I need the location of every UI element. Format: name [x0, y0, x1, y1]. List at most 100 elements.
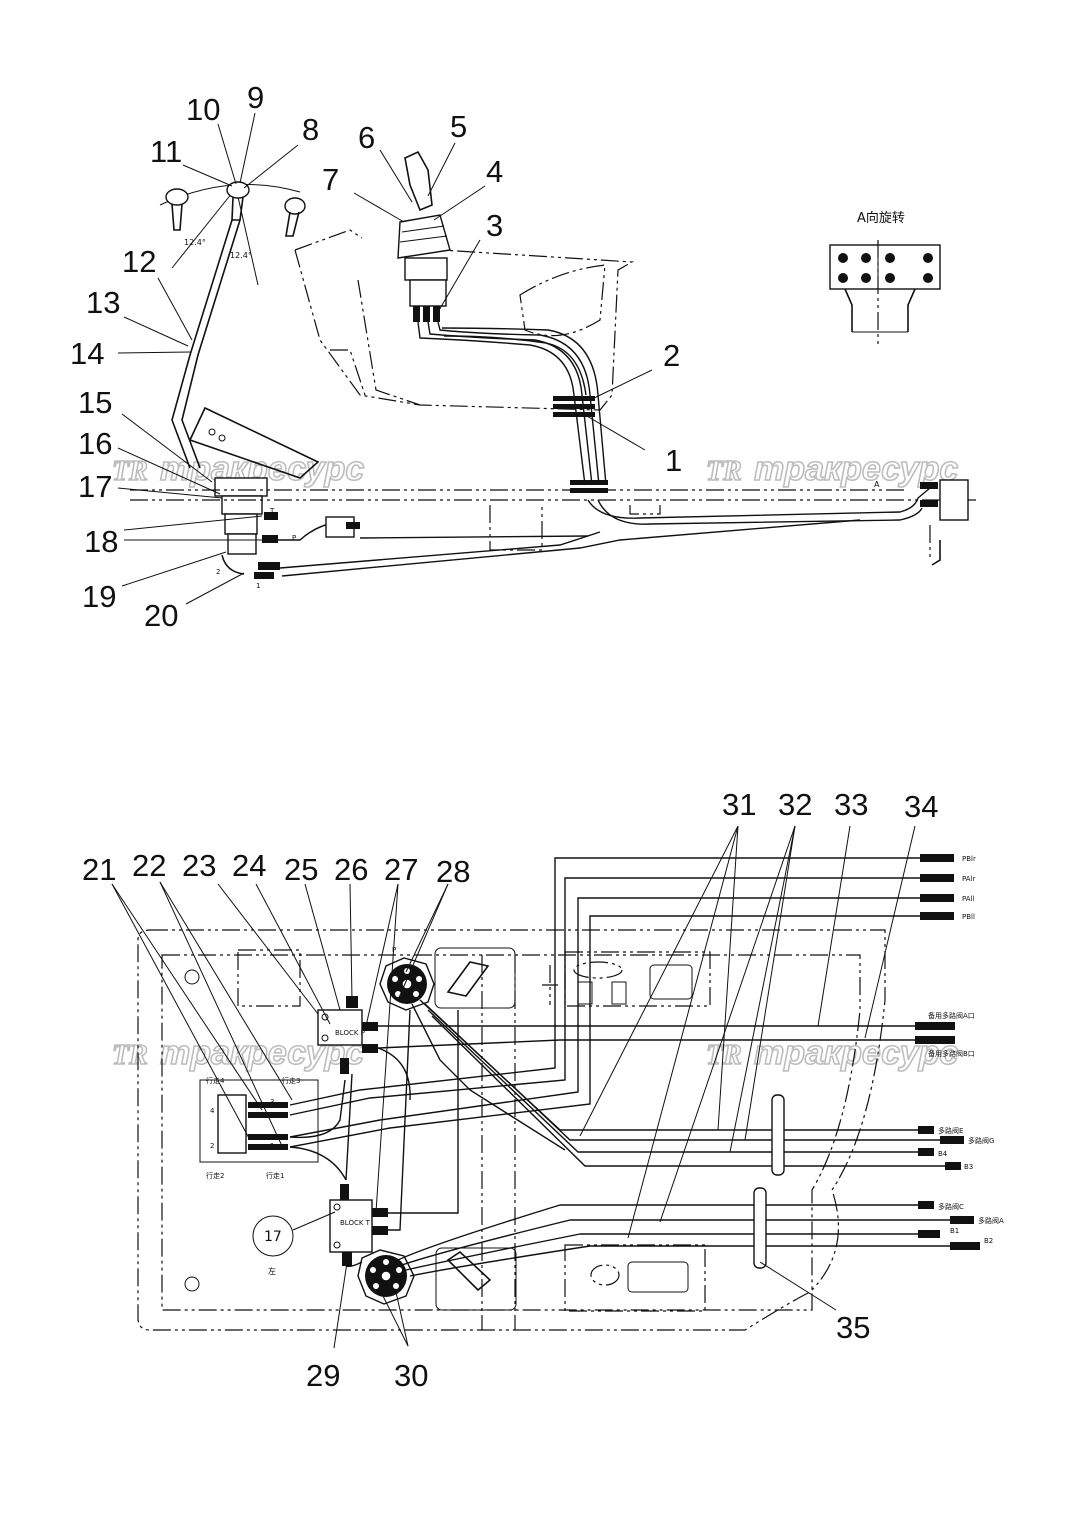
floor-cutout-detail — [627, 1261, 689, 1293]
leader-32b — [659, 825, 796, 1223]
floor-cutout-rear — [564, 1244, 706, 1312]
pedal-valve-base — [227, 533, 257, 555]
hose-clamp-band — [570, 488, 608, 493]
fitting — [342, 1252, 352, 1266]
right-joystick-base — [434, 947, 516, 1009]
angle-label-right: 12.4° — [230, 251, 252, 260]
callout-19: 19 — [82, 579, 116, 614]
leader-34 — [864, 825, 916, 1039]
fitting — [254, 572, 274, 579]
top-callouts: 1 2 3 4 5 6 7 8 9 10 11 12 13 14 15 16 1… — [70, 80, 682, 633]
right-pilot-valve — [379, 957, 435, 1011]
view-a-detail: A向旋转 — [829, 210, 941, 345]
callout-4: 4 — [486, 154, 503, 189]
view-a-port — [885, 253, 895, 263]
callout-2: 2 — [663, 338, 680, 373]
hose-clamp-band — [570, 480, 608, 485]
port-a-label: A — [874, 480, 880, 489]
callout-5: 5 — [450, 109, 467, 144]
callout-26: 26 — [334, 852, 368, 887]
side-label: 左 — [268, 1266, 276, 1276]
mount-screw — [184, 1276, 200, 1292]
fitting — [248, 1102, 288, 1108]
watermark-logo: TR — [706, 456, 742, 487]
view-a-port — [923, 273, 933, 283]
floor-cutout-detail — [611, 981, 627, 1005]
block-p — [317, 1009, 363, 1046]
block-p-label: BLOCK P — [335, 1029, 365, 1037]
leader-4 — [433, 185, 486, 221]
floor-bracket — [489, 505, 543, 551]
view-a-port — [861, 273, 871, 283]
hose-label-palr: PAlr — [962, 875, 976, 883]
block-bolt — [333, 1241, 341, 1249]
callout-24: 24 — [232, 848, 266, 883]
fitting — [340, 1058, 349, 1074]
view-a-mount — [844, 288, 916, 332]
pedal-hose-long — [281, 519, 861, 577]
hose-left-b1 — [405, 1233, 918, 1271]
port-2-label: 2 — [216, 568, 220, 576]
joystick-valve-body — [404, 257, 448, 281]
hose-label-pall: PAll — [962, 895, 975, 903]
pedal-port-4: 4 — [210, 1107, 215, 1115]
hose-label-reserve-b: 备用多路阀B口 — [928, 1049, 975, 1058]
leader-27b — [375, 883, 399, 1213]
pilot-hose-to-a — [587, 487, 931, 519]
joystick-port — [433, 306, 440, 322]
callout-3: 3 — [486, 208, 503, 243]
callout-7: 7 — [322, 162, 339, 197]
hose-internal — [345, 1073, 353, 1181]
hose-label-b1: B1 — [950, 1227, 959, 1235]
callout-25: 25 — [284, 852, 318, 887]
leader-14 — [117, 351, 191, 354]
fitting — [920, 500, 938, 507]
joystick-port — [423, 306, 430, 322]
callout-10: 10 — [186, 92, 220, 127]
leader-24 — [255, 883, 331, 1025]
hose-internal — [377, 1047, 411, 1101]
view-a-port — [885, 273, 895, 283]
hose-right-b3 — [431, 1015, 945, 1167]
fitting — [340, 1184, 349, 1200]
joystick-boot — [397, 214, 451, 259]
hose-label-c: 多路阀C — [938, 1202, 964, 1211]
hose-left-a — [401, 1219, 950, 1266]
pilot-hose — [437, 321, 600, 486]
mount-screw — [184, 969, 200, 985]
callout-12: 12 — [122, 244, 156, 279]
leader-35 — [759, 1261, 837, 1311]
fitting — [372, 1226, 388, 1235]
callout-15: 15 — [78, 385, 112, 420]
leader-31a — [579, 825, 739, 1137]
circled-ref-17-label: 17 — [264, 1229, 282, 1245]
hose-label-reserve-a: 备用多路阀A口 — [928, 1011, 975, 1020]
console-inner-outline — [357, 279, 421, 406]
callout-28: 28 — [436, 854, 470, 889]
hose-internal — [388, 1009, 411, 1231]
fitting — [262, 535, 278, 543]
leader-18a — [123, 515, 263, 531]
bottom-view-plan: P BLOCK P BLOCK T 行走4 行走3 — [111, 825, 1004, 1349]
leader-10 — [217, 123, 237, 185]
return-elbow — [931, 540, 941, 566]
view-a-port — [838, 273, 848, 283]
travel-pedal-outline — [199, 1079, 319, 1163]
leader-5 — [427, 142, 456, 197]
leader-17-ref — [292, 1211, 336, 1231]
pedal-label-2: 行走2 — [206, 1171, 224, 1180]
hose-pall — [289, 897, 920, 1138]
hose-internal — [388, 1010, 459, 1214]
callout-35: 35 — [836, 1310, 870, 1345]
leader-22a — [159, 881, 293, 1101]
leader-9 — [239, 112, 256, 184]
leader-1 — [579, 411, 646, 451]
leader-28a — [405, 883, 449, 973]
lever-knob-right — [284, 197, 306, 215]
pedal-valve-elbow — [221, 554, 245, 575]
right-port-connectors — [915, 854, 980, 1250]
joystick-boot-folds — [399, 225, 448, 243]
fitting — [248, 1144, 288, 1150]
leader-7 — [353, 192, 405, 223]
fitting — [258, 562, 280, 570]
